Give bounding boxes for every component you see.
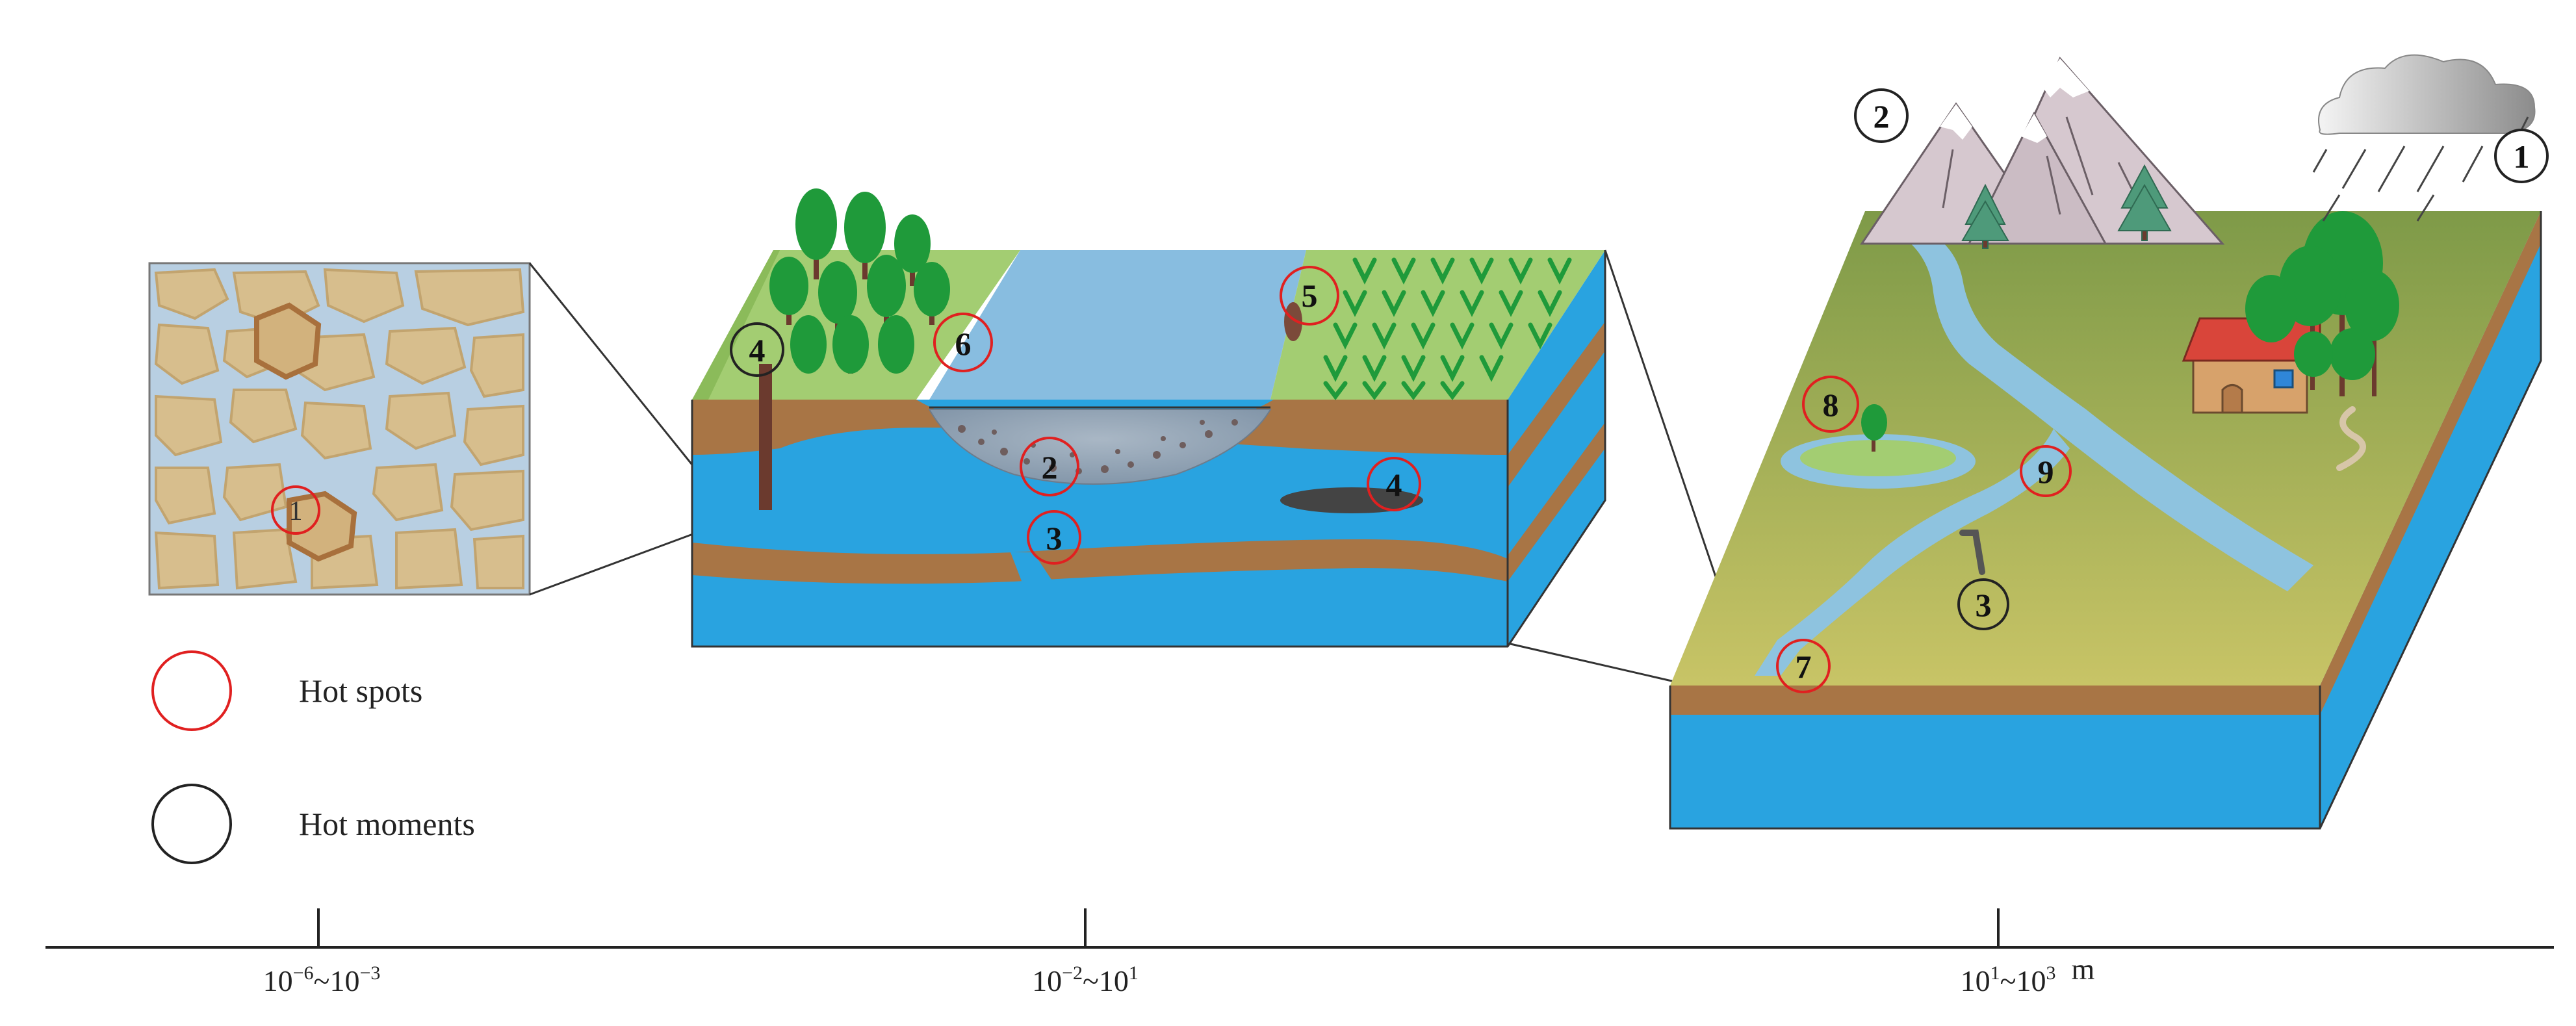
marker-landscape-8-spot: 8	[1802, 376, 1859, 433]
topsoil-layer	[692, 400, 1508, 455]
buried-organic-patch	[1280, 487, 1423, 513]
micro-scale-panel	[148, 262, 531, 596]
deep-clay-layer	[692, 539, 1508, 584]
aggregate-hotspot-bottom	[287, 491, 357, 562]
mountains	[1860, 57, 2225, 245]
svg-text:4: 4	[1386, 467, 1402, 503]
tributary-stream	[1755, 429, 2070, 676]
svg-text:7: 7	[1796, 648, 1812, 685]
hot-moment-symbol	[151, 784, 232, 864]
svg-text:4: 4	[749, 332, 766, 368]
log-debris	[1959, 530, 1985, 575]
fracture-channel	[1011, 552, 1053, 595]
svg-text:1: 1	[2514, 138, 2530, 175]
tree-root	[759, 364, 772, 510]
landscape-panel	[1669, 54, 2542, 830]
rain-cloud	[2318, 54, 2536, 135]
svg-text:9: 9	[2038, 454, 2054, 490]
axis-label-micro: 10−6~10−3	[263, 962, 381, 997]
house-trees	[2245, 211, 2399, 396]
marker-micro-1: 1	[271, 485, 320, 535]
footpath	[2336, 406, 2366, 471]
svg-text:5: 5	[1302, 277, 1318, 314]
svg-text:2: 2	[1042, 449, 1058, 485]
hot-moments-label: Hot moments	[299, 806, 475, 842]
main-river	[1907, 231, 2313, 591]
forest-trees	[769, 188, 950, 374]
svg-text:3: 3	[1976, 587, 1992, 623]
crop-field	[1323, 257, 1572, 400]
stream-surface	[929, 250, 1306, 400]
marker-soil-3-spot: 3	[1027, 510, 1081, 565]
axis-label-meso: 10−2~101	[1032, 962, 1139, 997]
marker-landscape-3-moment: 3	[1957, 578, 2009, 630]
marker-soil-5-spot: 5	[1280, 266, 1339, 326]
marker-soil-4-moment: 4	[730, 322, 784, 377]
marker-landscape-7-spot: 7	[1776, 639, 1831, 693]
pine-trees	[1961, 164, 2172, 249]
svg-text:1: 1	[289, 496, 303, 526]
legend: Hot spots Hot moments	[151, 650, 475, 864]
marker-landscape-2-moment: 2	[1854, 88, 1909, 143]
hot-spots-label: Hot spots	[299, 673, 422, 709]
legend-hot-moments: Hot moments	[151, 784, 475, 864]
legend-hot-spots: Hot spots	[151, 650, 422, 731]
marker-soil-2-spot: 2	[1020, 437, 1079, 496]
right-crop-surface	[1270, 250, 1605, 400]
landscape-side-face	[2320, 211, 2541, 828]
aggregate-hotspot-top	[254, 302, 322, 380]
marker-soil-4-spot: 4	[1367, 457, 1421, 511]
marker-landscape-1-moment: 1	[2494, 129, 2549, 183]
gravel-dots	[958, 419, 1238, 474]
marker-soil-6-spot: 6	[933, 313, 993, 372]
svg-text:8: 8	[1823, 387, 1839, 423]
marker-landscape-9-spot: 9	[2020, 445, 2072, 497]
marker-layer: 1 4 6 5 2 3 4 2	[271, 88, 2549, 693]
hot-spot-symbol	[151, 650, 232, 731]
wetland-tree	[1861, 404, 1887, 452]
soil-block-panel	[691, 188, 1606, 648]
wood-debris	[1284, 302, 1302, 341]
svg-text:6: 6	[955, 326, 972, 362]
svg-text:3: 3	[1046, 520, 1063, 556]
hyporheic-gravel-zone	[928, 409, 1272, 485]
svg-text:2: 2	[1874, 98, 1890, 135]
